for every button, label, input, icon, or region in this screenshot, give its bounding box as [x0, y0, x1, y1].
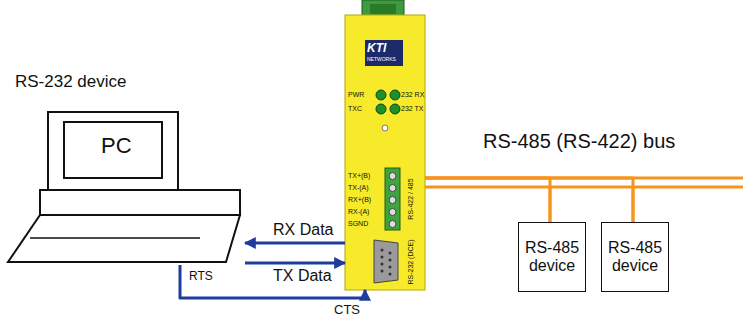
rs485-device: RS-485 device	[518, 222, 586, 292]
data-line	[245, 262, 345, 265]
pc-device: RS-232 devicePC	[5, 70, 245, 265]
logo-subtext: NETWORKS	[367, 57, 396, 63]
converter-illustration	[345, 0, 425, 290]
rs485-device: RS-485 device	[601, 222, 669, 292]
logo-plate	[365, 40, 403, 66]
led-label: 232 RX	[401, 91, 424, 99]
terminal-label: TX+(B)	[348, 172, 370, 180]
bus-wires	[400, 178, 743, 222]
edge-label: TX Data	[272, 267, 333, 285]
converter-housing	[345, 15, 425, 290]
monitor	[48, 112, 178, 190]
converter-module: KTI NETWORKS PWR TXC 232 RX 232 TX TX+(B) TX-(A…	[345, 15, 425, 290]
signal-name: CTS	[333, 303, 361, 317]
leds	[376, 90, 400, 114]
device-label: RS-485 device	[607, 239, 663, 276]
bus-wire	[400, 186, 743, 189]
keyboard-line	[30, 237, 200, 239]
device-label: RS-485 device	[524, 239, 580, 276]
led-label: TXC	[348, 105, 362, 113]
signal-name: RTS	[188, 270, 214, 283]
data-line	[245, 242, 345, 245]
terminal-label: SGND	[348, 220, 368, 228]
pc-illustration	[8, 112, 240, 262]
port-label: RS-422 / 485	[407, 178, 415, 219]
keyboard	[8, 215, 240, 262]
logo-text: KTI	[367, 42, 386, 55]
terminal-label: RX+(B)	[348, 196, 371, 204]
port-label: RS-232 (DCE)	[407, 239, 415, 284]
edge-label: RX Data	[272, 221, 334, 239]
terminal-block	[385, 168, 400, 230]
terminal-label: TX-(A)	[348, 184, 369, 192]
bus-line	[425, 178, 550, 222]
bus-line	[425, 178, 633, 222]
terminal-label: RX-(A)	[348, 208, 369, 216]
bus-label: RS-485 (RS-422) bus	[482, 130, 676, 152]
device-title: RS-232 device	[15, 73, 127, 92]
handshake-line	[180, 265, 365, 298]
terminal-screws	[389, 173, 396, 228]
led-label: 232 TX	[401, 105, 423, 113]
db9-pins	[381, 249, 392, 276]
db9-connector	[374, 240, 398, 283]
screen-label: PC	[101, 134, 132, 158]
screen	[64, 122, 162, 178]
computer-base	[40, 190, 240, 215]
led-label: PWR	[348, 91, 364, 99]
mount-hole	[382, 125, 388, 131]
top-connector-slot	[370, 4, 396, 14]
